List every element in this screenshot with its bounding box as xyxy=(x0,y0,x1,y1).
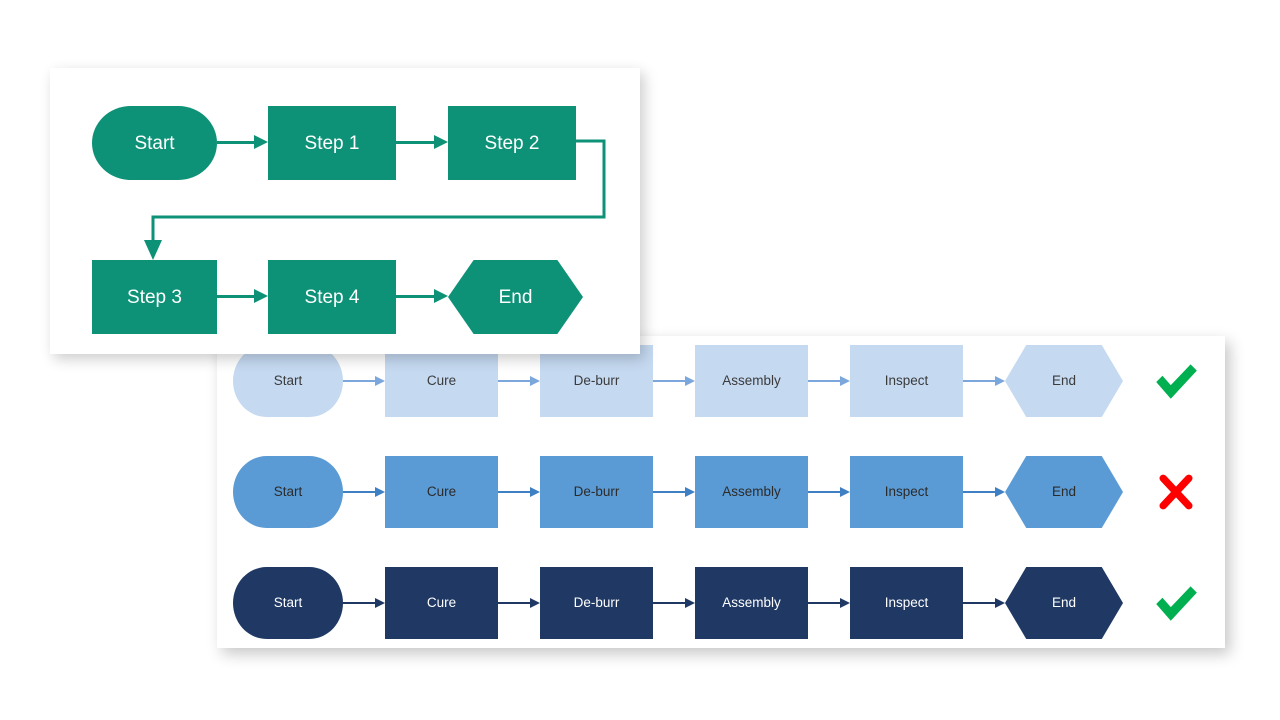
variant-node-row-medium-assembly: Assembly xyxy=(695,456,808,528)
arrowhead-icon xyxy=(530,376,540,386)
connector-shaft xyxy=(963,491,996,493)
variant-connector-row-medium-2 xyxy=(653,487,695,497)
variant-node-row-dark-cure: Cure xyxy=(385,567,498,639)
flow-node-step4: Step 4 xyxy=(268,260,396,334)
variant-row-row-dark: Start Cure De-burr Assembly Inspect End xyxy=(217,558,1225,648)
connector-shaft xyxy=(217,295,255,298)
variant-node-row-light-cure: Cure xyxy=(385,345,498,417)
connector-shaft xyxy=(653,602,686,604)
arrowhead-icon xyxy=(530,487,540,497)
variant-node-row-light-start: Start xyxy=(233,345,343,417)
flow-connector-step3-to-step4 xyxy=(217,289,268,303)
connector-shaft xyxy=(963,602,996,604)
variant-row-row-medium: Start Cure De-burr Assembly Inspect End xyxy=(217,447,1225,537)
connector-shaft xyxy=(396,295,435,298)
variant-connector-row-medium-3 xyxy=(808,487,850,497)
connector-shaft xyxy=(498,491,531,493)
variant-node-row-dark-inspect: Inspect xyxy=(850,567,963,639)
variant-connector-row-light-3 xyxy=(808,376,850,386)
flow-node-step2: Step 2 xyxy=(448,106,576,180)
flow-connector-start-to-step1 xyxy=(217,135,268,149)
arrowhead-icon xyxy=(375,376,385,386)
variant-node-row-medium-cure: Cure xyxy=(385,456,498,528)
check-icon-row-light xyxy=(1147,352,1205,410)
arrowhead-icon xyxy=(995,487,1005,497)
arrowhead-icon xyxy=(254,289,268,303)
connector-shaft xyxy=(808,602,841,604)
variant-connector-row-light-4 xyxy=(963,376,1005,386)
connector-shaft xyxy=(498,380,531,382)
variant-connector-row-dark-1 xyxy=(498,598,540,608)
arrowhead-icon xyxy=(375,598,385,608)
arrowhead-icon xyxy=(685,598,695,608)
arrowhead-icon xyxy=(685,487,695,497)
connector-shaft xyxy=(963,380,996,382)
variant-row-row-light: Start Cure De-burr Assembly Inspect End xyxy=(217,336,1225,426)
arrowhead-icon xyxy=(995,598,1005,608)
connector-shaft xyxy=(217,141,255,144)
variant-connector-row-dark-4 xyxy=(963,598,1005,608)
flow-node-start: Start xyxy=(92,106,217,180)
variant-node-row-dark-start: Start xyxy=(233,567,343,639)
connector-shaft xyxy=(653,380,686,382)
variant-node-row-medium-end: End xyxy=(1005,456,1123,528)
flow-node-step1: Step 1 xyxy=(268,106,396,180)
connector-shaft xyxy=(343,491,376,493)
arrowhead-icon xyxy=(434,289,448,303)
flow-node-end: End xyxy=(448,260,583,334)
variant-node-row-light-deburr: De-burr xyxy=(540,345,653,417)
connector-shaft xyxy=(653,491,686,493)
variant-node-row-medium-deburr: De-burr xyxy=(540,456,653,528)
connector-shaft xyxy=(808,380,841,382)
flow-connector-step4-to-end xyxy=(396,289,448,303)
variant-connector-row-dark-3 xyxy=(808,598,850,608)
arrowhead-icon xyxy=(995,376,1005,386)
variant-connector-row-dark-0 xyxy=(343,598,385,608)
cross-icon-row-medium xyxy=(1147,463,1205,521)
connector-shaft xyxy=(498,602,531,604)
variant-node-row-light-inspect: Inspect xyxy=(850,345,963,417)
variant-node-row-medium-inspect: Inspect xyxy=(850,456,963,528)
variant-node-row-light-end: End xyxy=(1005,345,1123,417)
arrowhead-icon xyxy=(685,376,695,386)
check-icon-row-dark xyxy=(1147,574,1205,632)
variant-connector-row-medium-4 xyxy=(963,487,1005,497)
arrowhead-icon xyxy=(434,135,448,149)
arrowhead-icon xyxy=(530,598,540,608)
green-flowchart-card: Start Step 1 Step 2 Step 3 Step 4 End xyxy=(50,68,640,354)
arrowhead-icon xyxy=(840,487,850,497)
arrowhead-icon xyxy=(840,598,850,608)
variant-connector-row-medium-1 xyxy=(498,487,540,497)
variant-node-row-dark-deburr: De-burr xyxy=(540,567,653,639)
variant-connector-row-light-0 xyxy=(343,376,385,386)
arrowhead-icon xyxy=(375,487,385,497)
variant-connector-row-light-1 xyxy=(498,376,540,386)
variant-connector-row-dark-2 xyxy=(653,598,695,608)
arrowhead-icon xyxy=(254,135,268,149)
variant-node-row-medium-start: Start xyxy=(233,456,343,528)
connector-shaft xyxy=(808,491,841,493)
variant-connector-row-light-2 xyxy=(653,376,695,386)
variant-node-row-dark-end: End xyxy=(1005,567,1123,639)
connector-shaft xyxy=(343,602,376,604)
connector-shaft xyxy=(343,380,376,382)
flow-node-step3: Step 3 xyxy=(92,260,217,334)
variant-node-row-dark-assembly: Assembly xyxy=(695,567,808,639)
connector-shaft xyxy=(396,141,435,144)
variant-connector-row-medium-0 xyxy=(343,487,385,497)
variant-node-row-light-assembly: Assembly xyxy=(695,345,808,417)
arrowhead-icon xyxy=(840,376,850,386)
flow-connector-step1-to-step2 xyxy=(396,135,448,149)
